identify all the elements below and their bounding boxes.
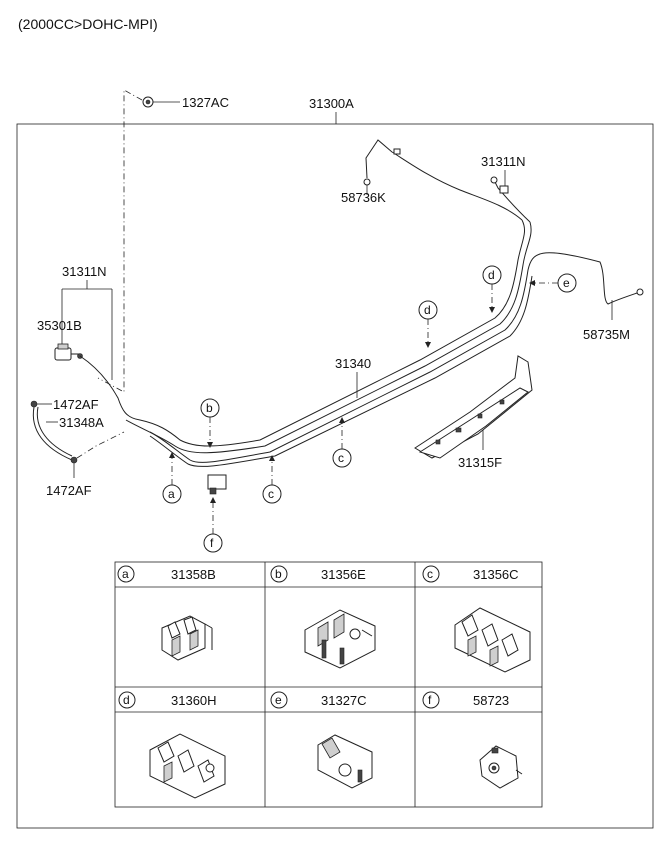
table-cell-b: b 31356E [270,565,366,583]
callout-c-lower: c [262,455,282,504]
label-1472AF-top: 1472AF [53,397,99,412]
table-cell-e: e 31327C [270,691,367,709]
heat-shield-31315F [414,355,533,459]
label-31311N-top: 31311N [481,154,526,169]
svg-text:b: b [275,567,282,581]
svg-text:f: f [210,536,214,550]
svg-text:31327C: 31327C [321,693,367,708]
svg-text:c: c [268,487,274,501]
assembly-frame [16,123,654,829]
svg-text:c: c [427,567,433,581]
svg-text:31360H: 31360H [171,693,217,708]
svg-text:31356C: 31356C [473,567,519,582]
callout-a: a [162,452,182,504]
svg-text:a: a [122,567,129,581]
clip-31358B-drawing [161,615,213,661]
fuel-line-31340 [79,139,644,467]
callout-f: f [203,497,223,553]
hose-31348A [32,406,73,461]
clamp-1472AF-top [30,400,38,408]
svg-text:d: d [488,268,495,282]
callout-c-mid: c [332,417,352,468]
label-1327AC: 1327AC [182,95,229,110]
clamp-1472AF-bottom [70,456,78,464]
svg-text:d: d [123,693,130,707]
clip-31360H-drawing [149,733,226,799]
engine-spec-title: (2000CC>DOHC-MPI) [18,16,158,32]
label-31348A: 31348A [59,415,104,430]
table-cell-c: c 31356C [422,565,519,583]
label-1472AF-bottom: 1472AF [46,483,92,498]
table-cell-a: a 31358B [117,565,216,583]
clip-31327C-drawing [317,734,373,789]
label-58735M: 58735M [583,327,630,342]
svg-text:31358B: 31358B [171,567,216,582]
clip-31356C-drawing [454,607,531,673]
clip-58723-drawing [479,745,523,789]
label-31340: 31340 [335,356,371,371]
clip-parts-table [114,561,543,808]
table-cell-d: d 31360H [118,691,217,709]
label-31315F: 31315F [458,455,502,470]
svg-text:e: e [275,693,282,707]
svg-text:e: e [563,276,570,290]
bracket-f-part [207,474,227,495]
svg-text:31356E: 31356E [321,567,366,582]
label-35301B: 35301B [37,318,82,333]
svg-text:b: b [206,401,213,415]
callout-e: e [529,273,577,293]
svg-text:a: a [168,487,175,501]
svg-text:d: d [424,303,431,317]
svg-text:f: f [428,693,432,707]
label-31300A: 31300A [309,96,354,111]
clip-31356E-drawing [304,609,376,669]
callout-b: b [200,398,220,448]
callout-d-mid: d [418,300,438,348]
table-cell-f: f 58723 [422,691,509,709]
label-31311N-left: 31311N [62,264,107,279]
svg-text:c: c [338,451,344,465]
label-58736K: 58736K [341,190,386,205]
bolt-1327AC [142,96,154,108]
vapor-valve-35301B [54,343,83,361]
callout-d-upper: d [482,265,502,313]
svg-text:58723: 58723 [473,693,509,708]
